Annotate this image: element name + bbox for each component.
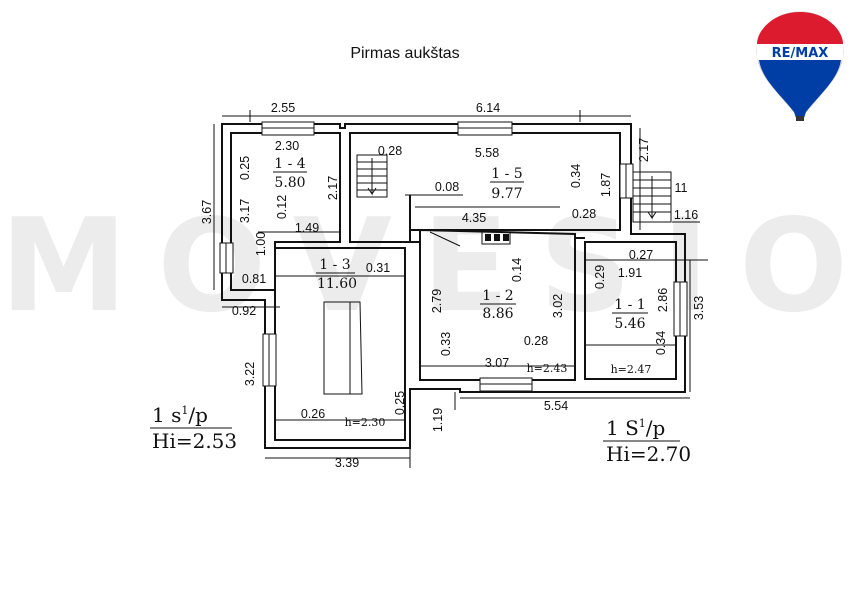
svg-text:1.91: 1.91 bbox=[618, 266, 642, 280]
watermark-text: MOVESIO bbox=[0, 192, 854, 341]
note-right: 1 S1/p Hi=2.70 bbox=[603, 416, 691, 466]
svg-text:0.25: 0.25 bbox=[393, 391, 407, 415]
svg-text:0.27: 0.27 bbox=[629, 248, 653, 262]
svg-text:0.26: 0.26 bbox=[301, 407, 325, 421]
svg-text:5.80: 5.80 bbox=[274, 175, 305, 191]
svg-text:h=2.30: h=2.30 bbox=[345, 416, 386, 429]
svg-text:0.33: 0.33 bbox=[439, 332, 453, 356]
svg-text:h=2.47: h=2.47 bbox=[611, 363, 652, 376]
svg-text:0.92: 0.92 bbox=[232, 304, 256, 318]
room-label-1-4: 1 - 4 5.80 bbox=[273, 156, 307, 191]
svg-text:0.08: 0.08 bbox=[435, 180, 459, 194]
svg-text:0.25: 0.25 bbox=[238, 156, 252, 180]
svg-text:5.58: 5.58 bbox=[475, 146, 499, 160]
ceiling-heights: h=2.30 h=2.43 h=2.47 bbox=[345, 362, 652, 429]
svg-text:2.17: 2.17 bbox=[637, 138, 651, 162]
room-label-1-5: 1 - 5 9.77 bbox=[490, 166, 524, 202]
svg-text:Hi=2.53: Hi=2.53 bbox=[152, 429, 237, 453]
remax-balloon-logo: RE/MAX bbox=[756, 11, 844, 121]
svg-text:2.17: 2.17 bbox=[326, 176, 340, 200]
svg-text:1 - 3: 1 - 3 bbox=[319, 257, 350, 273]
svg-text:3.67: 3.67 bbox=[200, 200, 214, 224]
svg-text:0.28: 0.28 bbox=[524, 334, 548, 348]
svg-text:1.19: 1.19 bbox=[431, 408, 445, 432]
svg-text:1 S1/p: 1 S1/p bbox=[606, 416, 665, 440]
windows bbox=[219, 121, 688, 392]
svg-text:2.55: 2.55 bbox=[271, 101, 295, 115]
svg-text:1 - 5: 1 - 5 bbox=[491, 166, 522, 182]
svg-text:3.39: 3.39 bbox=[335, 456, 359, 470]
svg-text:2.86: 2.86 bbox=[656, 288, 670, 312]
svg-text:9.77: 9.77 bbox=[491, 186, 522, 202]
svg-text:0.81: 0.81 bbox=[242, 272, 266, 286]
dimension-labels: 2.55 6.14 2.30 0.28 5.58 0.08 4.35 0.28 … bbox=[232, 101, 698, 470]
svg-text:2.79: 2.79 bbox=[430, 289, 444, 313]
svg-text:1 - 2: 1 - 2 bbox=[482, 288, 513, 304]
svg-text:11.60: 11.60 bbox=[317, 276, 357, 292]
svg-text:3.17: 3.17 bbox=[238, 199, 252, 223]
fireplace-icon bbox=[323, 301, 363, 395]
svg-text:0.34: 0.34 bbox=[654, 331, 668, 355]
room-label-1-3: 1 - 3 11.60 bbox=[316, 257, 357, 292]
room-label-1-2: 1 - 2 8.86 bbox=[480, 288, 516, 322]
walls bbox=[221, 123, 686, 449]
svg-text:2.30: 2.30 bbox=[275, 139, 299, 153]
svg-text:0.29: 0.29 bbox=[593, 265, 607, 289]
svg-text:1.49: 1.49 bbox=[295, 221, 319, 235]
svg-text:11: 11 bbox=[675, 181, 688, 195]
svg-text:4.35: 4.35 bbox=[462, 211, 486, 225]
svg-text:1 s1/p: 1 s1/p bbox=[152, 403, 208, 427]
svg-text:0.28: 0.28 bbox=[572, 207, 596, 221]
vertical-dimension-labels: 3.67 0.25 3.17 0.12 2.17 2.17 0.34 1.87 … bbox=[200, 138, 706, 432]
svg-text:Hi=2.70: Hi=2.70 bbox=[606, 442, 691, 466]
svg-text:1 - 1: 1 - 1 bbox=[614, 297, 645, 313]
svg-text:0.34: 0.34 bbox=[569, 164, 583, 188]
staircase-icon bbox=[356, 154, 672, 223]
svg-text:3.22: 3.22 bbox=[243, 362, 257, 386]
page-title: Pirmas aukštas bbox=[350, 45, 460, 62]
svg-text:0.12: 0.12 bbox=[275, 195, 289, 219]
stove-icon bbox=[429, 231, 511, 247]
svg-text:3.02: 3.02 bbox=[551, 294, 565, 318]
room-label-1-1: 1 - 1 5.46 bbox=[612, 297, 648, 332]
svg-text:1 - 4: 1 - 4 bbox=[274, 156, 306, 172]
svg-text:6.14: 6.14 bbox=[476, 101, 500, 115]
svg-text:8.86: 8.86 bbox=[482, 306, 513, 322]
svg-text:1.16: 1.16 bbox=[674, 208, 698, 222]
svg-text:0.28: 0.28 bbox=[378, 144, 402, 158]
svg-text:1.00: 1.00 bbox=[254, 232, 268, 256]
note-left: 1 s1/p Hi=2.53 bbox=[150, 403, 237, 453]
svg-text:5.46: 5.46 bbox=[614, 316, 645, 332]
svg-text:5.54: 5.54 bbox=[544, 399, 568, 413]
svg-text:1.87: 1.87 bbox=[599, 173, 613, 197]
svg-text:0.14: 0.14 bbox=[510, 258, 524, 282]
svg-text:h=2.43: h=2.43 bbox=[527, 362, 568, 375]
svg-text:3.53: 3.53 bbox=[692, 296, 706, 320]
svg-text:0.31: 0.31 bbox=[366, 261, 390, 275]
svg-text:RE/MAX: RE/MAX bbox=[772, 46, 829, 61]
dimension-lines bbox=[213, 110, 708, 468]
svg-text:3.07: 3.07 bbox=[485, 356, 509, 370]
